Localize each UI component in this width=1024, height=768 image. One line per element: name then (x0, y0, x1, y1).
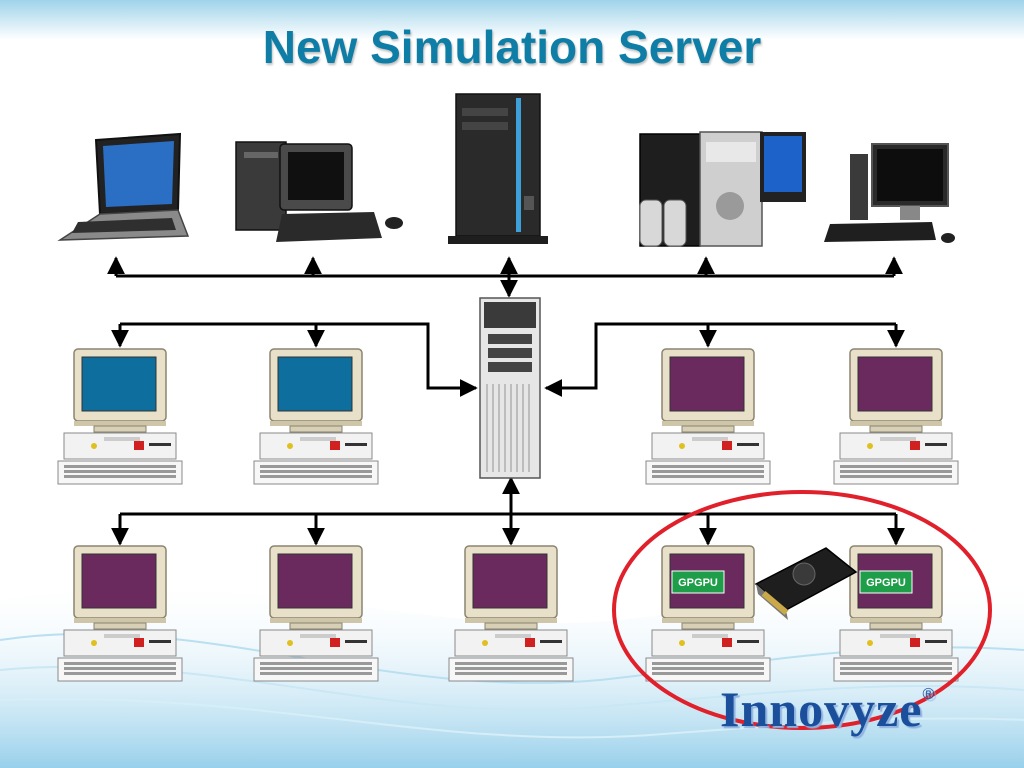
row2-bus (120, 496, 896, 516)
row1-computer-3 (645, 348, 771, 485)
gpgpu-badge (859, 570, 913, 594)
monitor-screen (81, 356, 157, 412)
monitor-screen (857, 356, 933, 412)
gpu-card-icon (754, 547, 858, 620)
desktop-flat-icon (824, 143, 955, 243)
gpgpu-highlight-ring (612, 490, 992, 730)
monitor-screen (472, 553, 548, 609)
monitor-screen (669, 356, 745, 412)
monitor-screen (81, 553, 157, 609)
simulation-server-icon (479, 297, 541, 479)
tower-server-icon (448, 93, 548, 244)
laptop-icon (57, 132, 190, 241)
desktop-crt-icon (235, 141, 403, 242)
logo-mark: ® (922, 686, 936, 703)
row2-computer-5: GPGPU (833, 545, 959, 682)
monitor-screen (277, 553, 353, 609)
row1-right-bus (544, 322, 896, 397)
innovyze-logo: Innovyze® (720, 680, 935, 738)
row1-left-bus (120, 322, 478, 397)
gpgpu-badge (671, 570, 725, 594)
row1-computer-4 (833, 348, 959, 485)
row2-computer-1 (57, 545, 183, 682)
gpgpu-badge-label: GPGPU (866, 577, 906, 589)
row2-computer-4: GPGPU (645, 545, 771, 682)
monitor-screen (277, 356, 353, 412)
row1-computer-1 (57, 348, 183, 485)
desktop-speakers-icon (639, 131, 806, 247)
row2-computer-3 (448, 545, 574, 682)
logo-text: Innovyze (720, 681, 923, 737)
row1-computer-2 (253, 348, 379, 485)
row2-computer-2 (253, 545, 379, 682)
gpgpu-badge-label: GPGPU (678, 577, 718, 589)
slide-title: New Simulation Server (262, 21, 762, 73)
